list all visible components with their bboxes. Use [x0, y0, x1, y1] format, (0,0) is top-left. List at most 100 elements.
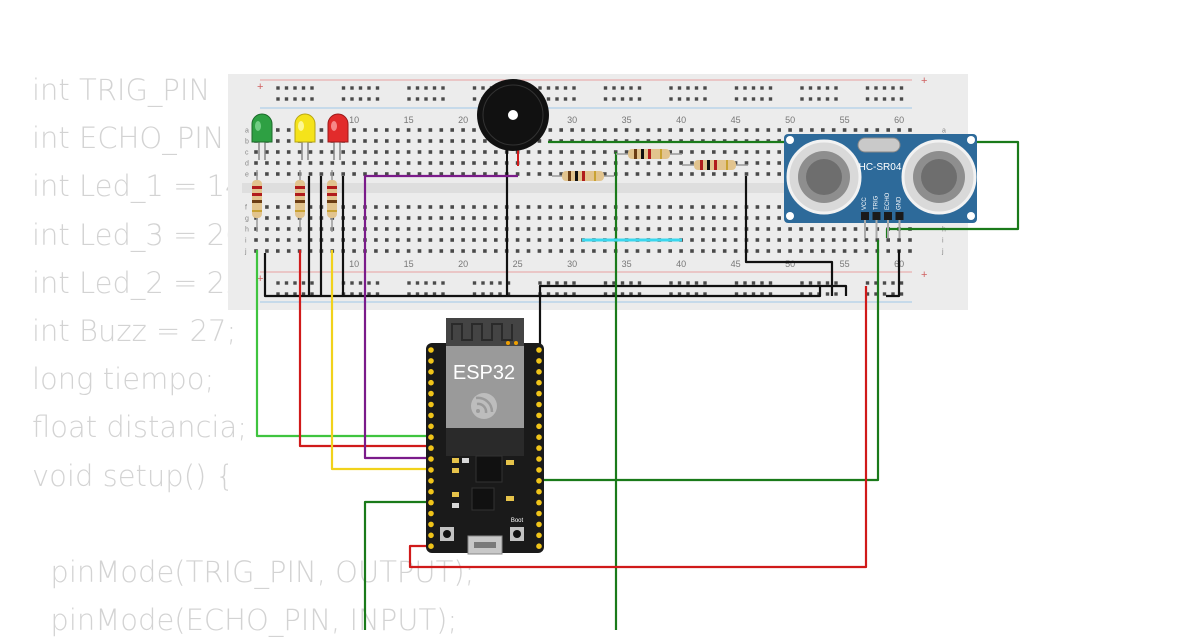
resistor-h1[interactable] [552, 171, 614, 181]
rail-hole [760, 97, 764, 101]
hole [472, 205, 476, 209]
hole [385, 205, 389, 209]
hole [483, 139, 487, 143]
hole [864, 238, 869, 242]
esp32-pin [536, 532, 542, 539]
wire-black-resistor-gnd[interactable] [744, 176, 834, 296]
hole [428, 249, 433, 253]
wire-green-echo[interactable] [363, 500, 428, 630]
buzzer[interactable] [477, 79, 549, 166]
rail-hole [734, 86, 739, 90]
hole [265, 150, 269, 154]
hole [603, 161, 607, 165]
hole [635, 172, 640, 176]
hole [831, 238, 836, 242]
led-green[interactable] [251, 113, 273, 160]
hole [428, 238, 433, 242]
esp32-pin [536, 510, 542, 517]
rail-hole [760, 86, 764, 90]
wire-red-vcc[interactable] [408, 286, 868, 569]
hole [417, 216, 422, 220]
breadboard-center-channel [242, 183, 954, 193]
hole [592, 161, 596, 165]
rail-hole [489, 292, 494, 296]
hole [406, 150, 411, 154]
hole [276, 227, 280, 231]
rail-hole [276, 86, 280, 90]
resistor-led3[interactable] [327, 170, 337, 232]
hole [526, 172, 531, 176]
hole [352, 238, 356, 242]
hole [810, 227, 814, 231]
hole [417, 161, 422, 165]
rail-hole [899, 292, 904, 296]
rail-hole [694, 86, 699, 90]
column-number-top: 10 [349, 115, 359, 125]
hole [853, 227, 858, 231]
rail-hole [415, 97, 420, 101]
wire-black-led1-gnd[interactable] [263, 253, 822, 298]
esp32-pin [536, 434, 542, 441]
rail-hole [825, 97, 830, 101]
resistor-h2[interactable] [616, 149, 682, 159]
rail-hole [874, 86, 878, 90]
hole [581, 128, 585, 132]
wire-black-esp-gnd[interactable] [538, 284, 848, 345]
hole [439, 172, 444, 176]
esp32-pin [536, 358, 542, 364]
esp32-pin [536, 401, 542, 408]
resistor-led1[interactable] [252, 170, 262, 232]
esp32-board[interactable]: ESP32 Boot [426, 318, 544, 555]
rail-hole [441, 292, 445, 296]
hole [679, 249, 683, 253]
column-number-bottom: 15 [404, 259, 414, 269]
hole [276, 172, 280, 176]
row-letter: a [245, 128, 249, 135]
hole [265, 249, 269, 253]
led-yellow[interactable] [294, 113, 316, 160]
rail-hole [834, 86, 838, 90]
column-number-bottom: 45 [731, 259, 741, 269]
hole [472, 216, 476, 220]
esp32-pin [536, 499, 542, 506]
hole [679, 205, 683, 209]
hole [722, 227, 727, 231]
hole [842, 249, 847, 253]
rail-hole [899, 281, 904, 285]
hole [265, 238, 269, 242]
wire-red-led3[interactable] [298, 250, 428, 448]
resistor-h3[interactable] [682, 160, 748, 170]
wire-purple-buzzer[interactable] [363, 174, 518, 460]
hole [352, 249, 356, 253]
hole [908, 128, 912, 132]
hole [286, 172, 291, 176]
rail-hole [563, 292, 568, 296]
esp32-pin [428, 358, 434, 364]
hole [755, 172, 760, 176]
hole [722, 216, 727, 220]
hole [286, 238, 291, 242]
rail-hole [284, 281, 289, 285]
wire-black-sensor-gnd[interactable] [886, 250, 901, 298]
wire-green-trig[interactable] [428, 240, 880, 482]
rail-hole [301, 281, 306, 285]
wires[interactable] [255, 140, 1020, 630]
hole [603, 216, 607, 220]
led-red[interactable] [327, 113, 349, 160]
wire-yellow-led2[interactable] [330, 250, 428, 471]
hole [374, 238, 378, 242]
hole [733, 227, 738, 231]
hole [646, 216, 651, 220]
hole [406, 216, 411, 220]
hole [276, 205, 280, 209]
hole [363, 139, 367, 143]
hole [690, 128, 694, 132]
wire-green-led1[interactable] [255, 250, 428, 438]
hole [777, 150, 781, 154]
esp32-pin [536, 369, 542, 375]
resistor-led2[interactable] [295, 170, 305, 232]
hole [374, 249, 378, 253]
hole [777, 128, 781, 132]
